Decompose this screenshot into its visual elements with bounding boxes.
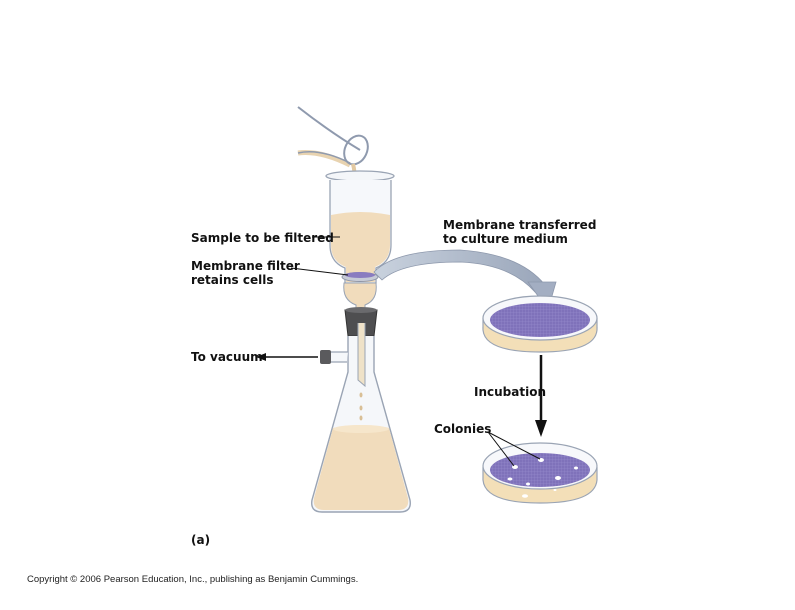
colonies-label: Colonies bbox=[434, 422, 492, 436]
transferred-label-line1: Membrane transferred bbox=[443, 218, 597, 232]
petri-dish-colonies-icon bbox=[482, 431, 598, 504]
copyright-notice: Copyright © 2006 Pearson Education, Inc.… bbox=[27, 574, 359, 585]
panel-label: (a) bbox=[191, 533, 211, 547]
membrane-leader-line bbox=[290, 267, 349, 276]
filter-funnel-icon bbox=[325, 170, 395, 324]
vacuum-flask-icon bbox=[311, 323, 411, 513]
membrane-filter-label-line2: retains cells bbox=[191, 273, 274, 287]
vacuum-label: To vacuum bbox=[191, 350, 263, 364]
transferred-label-line2: to culture medium bbox=[443, 232, 568, 246]
membrane-filter-label-line1: Membrane filter bbox=[191, 259, 300, 273]
incubation-label: Incubation bbox=[474, 385, 546, 399]
colonies-icon bbox=[507, 458, 578, 498]
incubation-arrow-icon bbox=[535, 355, 547, 437]
sample-label: Sample to be filtered bbox=[191, 231, 334, 245]
vacuum-arrow-icon bbox=[256, 353, 318, 361]
petri-dish-membrane-icon bbox=[482, 295, 598, 353]
